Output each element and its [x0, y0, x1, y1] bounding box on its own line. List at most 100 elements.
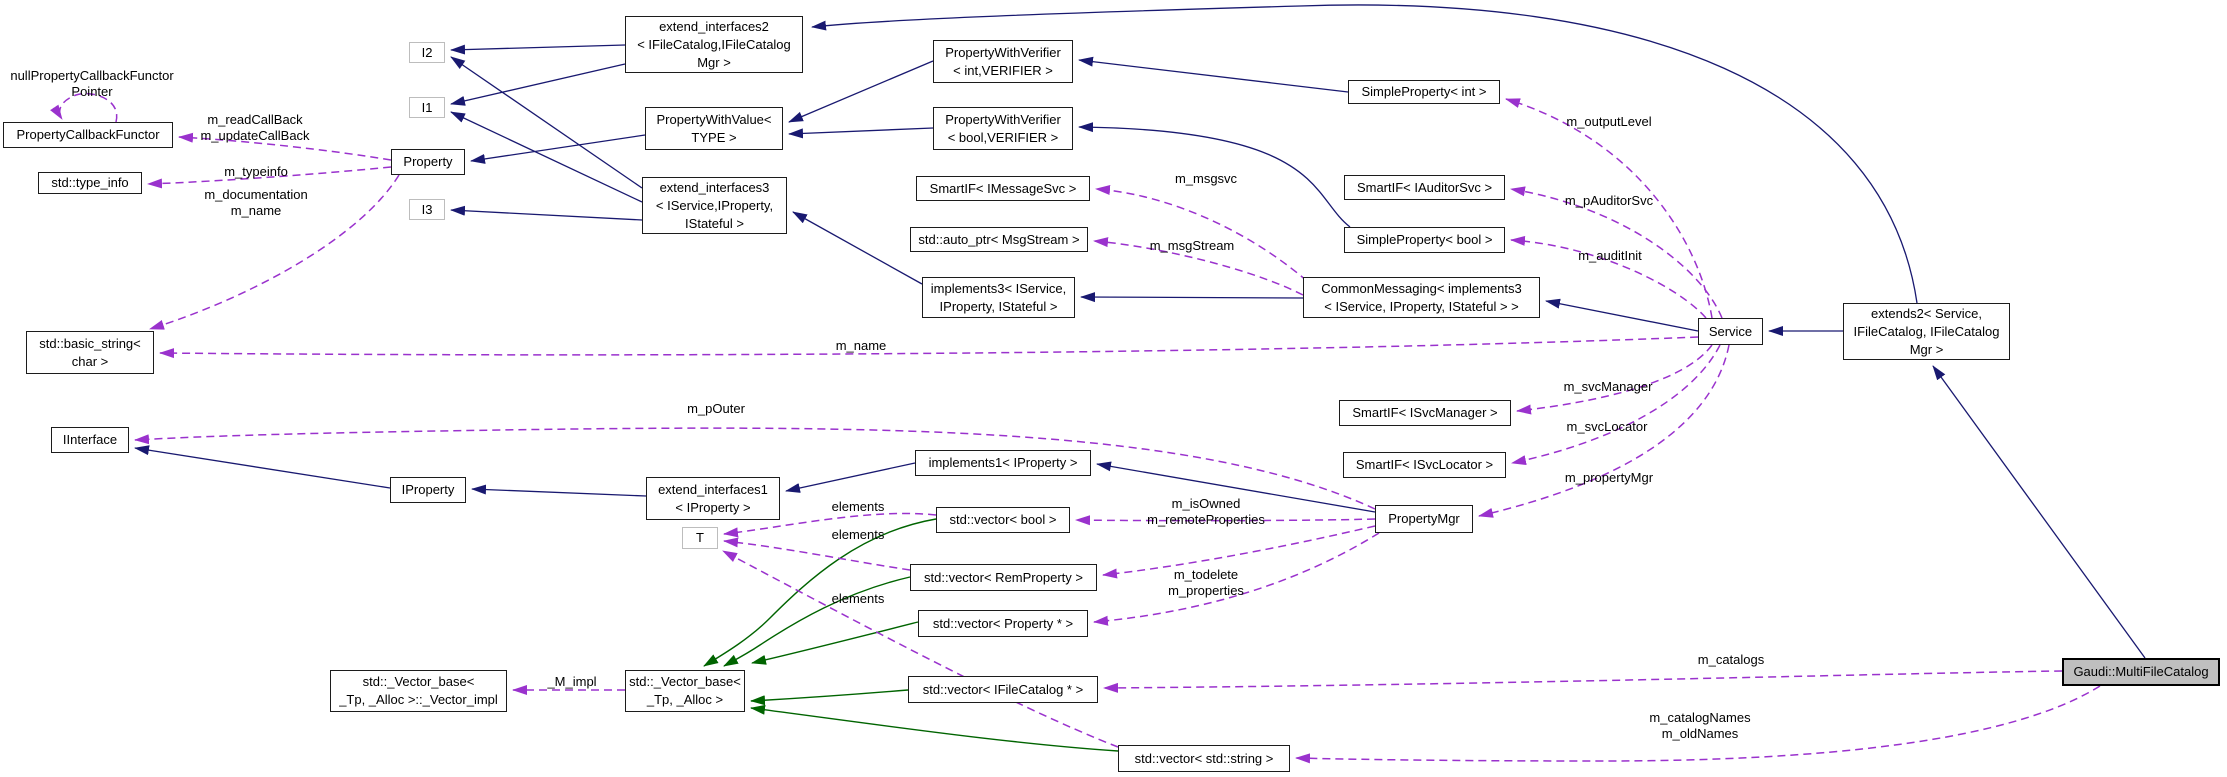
node-basic-string-line: std::basic_string< — [39, 335, 141, 351]
node-extends2[interactable]: extends2< Service, IFileCatalog, IFileCa… — [1843, 303, 2010, 360]
edge-label-null-pointer-line: Pointer — [71, 84, 113, 99]
node-auto-ptr-msgstream[interactable]: std::auto_ptr< MsgStream > — [910, 227, 1088, 252]
node-smartif-iauditorsvc[interactable]: SmartIF< IAuditorSvc > — [1344, 175, 1505, 200]
edge-service-to-smartif-isvcmanager — [1516, 344, 1713, 415]
node-extend-interfaces1-line: < IProperty > — [675, 499, 751, 515]
node-smartif-isvclocator[interactable]: SmartIF< ISvcLocator > — [1343, 452, 1506, 478]
node-extends2-line: Mgr > — [1909, 341, 1944, 357]
node-iinterface[interactable]: IInterface — [51, 427, 129, 453]
node-vector-remproperty[interactable]: std::vector< RemProperty > — [910, 564, 1097, 591]
edge-extend-interfaces3-to-i2 — [450, 56, 643, 189]
edge-multifilecatalog-to-vector-string — [1295, 685, 2101, 764]
edge-commonmessaging-to-smartif-imessagesvc — [1095, 185, 1308, 282]
node-extend-interfaces2[interactable]: extend_interfaces2 < IFileCatalog,IFileC… — [625, 16, 803, 73]
edge-label-isowned-remoteproperties: m_isOwned m_remoteProperties — [1147, 496, 1265, 528]
node-vector-string[interactable]: std::vector< std::string > — [1118, 745, 1290, 772]
node-property[interactable]: Property — [391, 149, 465, 175]
edge-pwv-bool-to-propertywithvalue — [788, 127, 934, 139]
node-iproperty[interactable]: IProperty — [390, 477, 466, 503]
node-smartif-isvcmanager[interactable]: SmartIF< ISvcManager > — [1339, 400, 1511, 426]
node-vector-ifilecatalog-ptr[interactable]: std::vector< IFileCatalog * > — [908, 676, 1098, 703]
edge-pwv-int-to-propertywithvalue — [788, 60, 934, 123]
node-extends2-line: IFileCatalog, IFileCatalog — [1853, 323, 2000, 339]
node-vector-bool[interactable]: std::vector< bool > — [936, 507, 1070, 533]
edge-vector-remproperty-to-vector-base — [723, 576, 911, 667]
edge-label-svcmanager: m_svcManager — [1563, 379, 1653, 394]
edge-label-propertymgr: m_propertyMgr — [1564, 470, 1654, 485]
node-extends2-line: extends2< Service, — [1871, 305, 1982, 321]
node-property-with-value-line: PropertyWithValue< — [656, 111, 772, 127]
edge-label-elements-3: elements — [831, 591, 885, 606]
edge-label-documentation-name: m_documentation m_name — [204, 187, 307, 219]
node-property-with-value[interactable]: PropertyWithValue< TYPE > — [645, 107, 783, 150]
edge-label-read-update-callback-line: m_updateCallBack — [200, 128, 310, 143]
edge-label-elements-1: elements — [831, 499, 885, 514]
edge-commonmessaging-to-implements3 — [1080, 292, 1304, 303]
edge-implements3-to-extend-interfaces3 — [792, 211, 923, 285]
edge-property-to-propertycallbackfunctor — [178, 132, 392, 161]
node-service[interactable]: Service — [1698, 318, 1763, 345]
edge-label-name: m_name — [835, 338, 887, 353]
edge-label-todelete-line: m_todelete — [1173, 567, 1239, 582]
edge-label-elements-2: elements — [831, 527, 885, 542]
node-implements1[interactable]: implements1< IProperty > — [915, 450, 1091, 476]
edge-vector-bool-to-t — [723, 512, 937, 538]
node-common-messaging-line: < IService, IProperty, IStateful > > — [1324, 298, 1519, 314]
edge-label-m-impl: _M_impl — [547, 674, 597, 689]
node-extend-interfaces3[interactable]: extend_interfaces3 < IService,IProperty,… — [642, 177, 787, 234]
node-vector-base[interactable]: std::_Vector_base< _Tp, _Alloc > — [625, 670, 745, 712]
node-vector-base-impl[interactable]: std::_Vector_base< _Tp, _Alloc >::_Vecto… — [330, 670, 507, 712]
edge-vector-property-ptr-to-vector-base — [751, 621, 919, 665]
node-smartif-imessagesvc[interactable]: SmartIF< IMessageSvc > — [916, 176, 1090, 201]
node-simpleproperty-int[interactable]: SimpleProperty< int > — [1348, 80, 1500, 104]
node-type-info[interactable]: std::type_info — [38, 172, 142, 194]
node-common-messaging[interactable]: CommonMessaging< implements3 < IService,… — [1303, 277, 1540, 318]
node-property-with-verifier-int-line: PropertyWithVerifier — [945, 44, 1061, 60]
node-vector-base-impl-line: std::_Vector_base< — [362, 674, 475, 689]
node-i3: I3 — [409, 199, 445, 220]
node-propertymgr[interactable]: PropertyMgr — [1375, 505, 1473, 533]
node-vector-base-impl-line: _Tp, _Alloc >::_Vector_impl — [339, 692, 498, 707]
edge-vector-remproperty-to-t — [723, 537, 911, 571]
edge-extend-interfaces1-to-iproperty — [471, 484, 647, 497]
edge-label-pauditorsvc: m_pAuditorSvc — [1564, 193, 1654, 208]
node-common-messaging-line: CommonMessaging< implements3 — [1321, 280, 1522, 296]
edge-extends2-to-extend-interfaces2 — [811, 4, 1918, 304]
edge-label-remoteproperties-line: m_remoteProperties — [1147, 512, 1265, 527]
node-property-with-verifier-int[interactable]: PropertyWithVerifier < int,VERIFIER > — [933, 40, 1073, 83]
edge-label-catalognames-oldnames: m_catalogNames m_oldNames — [1649, 710, 1750, 742]
edge-label-typeinfo: m_typeinfo — [224, 164, 288, 179]
node-vector-base-line: _Tp, _Alloc > — [646, 692, 724, 707]
edge-extend-interfaces3-to-i3 — [450, 205, 643, 221]
node-vector-base-line: std::_Vector_base< — [629, 674, 741, 689]
node-vector-property-ptr[interactable]: std::vector< Property * > — [918, 610, 1088, 637]
node-extend-interfaces2-line: < IFileCatalog,IFileCatalog — [637, 36, 791, 52]
edge-label-documentation-name-line: m_name — [230, 203, 282, 218]
edge-vector-bool-to-vector-base — [703, 518, 937, 667]
node-implements3-line: IProperty, IStateful > — [939, 298, 1058, 314]
edge-multifilecatalog-to-extends2 — [1932, 365, 2146, 659]
node-implements3[interactable]: implements3< IService, IProperty, IState… — [922, 277, 1075, 318]
edge-vector-string-to-t — [722, 550, 1119, 748]
edge-label-auditinit: m_auditInit — [1578, 248, 1642, 263]
edge-vector-ifilecatalog-ptr-to-vector-base — [750, 689, 909, 706]
edge-label-read-update-callback: m_readCallBack m_updateCallBack — [200, 112, 309, 144]
node-extend-interfaces3-line: extend_interfaces3 — [659, 179, 770, 195]
edge-propertywithvalue-to-property — [470, 134, 646, 164]
node-property-callback-functor[interactable]: PropertyCallbackFunctor — [3, 122, 173, 148]
node-property-with-verifier-bool[interactable]: PropertyWithVerifier < bool,VERIFIER > — [933, 107, 1073, 150]
edge-label-msgstream: m_msgStream — [1149, 238, 1235, 253]
edge-property-to-basicstring — [149, 174, 400, 330]
node-simpleproperty-bool[interactable]: SimpleProperty< bool > — [1344, 227, 1505, 253]
edge-label-catalognames-line: m_catalogNames — [1649, 710, 1751, 725]
edge-extend-interfaces2-to-i1 — [450, 63, 626, 106]
edge-simpleproperty-bool-to-pwv-bool — [1078, 122, 1351, 228]
edge-extend-interfaces3-to-i1 — [450, 111, 643, 203]
node-basic-string-line: char > — [71, 353, 109, 369]
node-extend-interfaces3-line: IStateful > — [685, 215, 744, 231]
node-extend-interfaces2-line: Mgr > — [697, 54, 731, 70]
node-basic-string[interactable]: std::basic_string< char > — [26, 331, 154, 374]
node-extend-interfaces1[interactable]: extend_interfaces1 < IProperty > — [646, 477, 780, 520]
edge-commonmessaging-to-autoptr-msgstream — [1093, 237, 1304, 296]
